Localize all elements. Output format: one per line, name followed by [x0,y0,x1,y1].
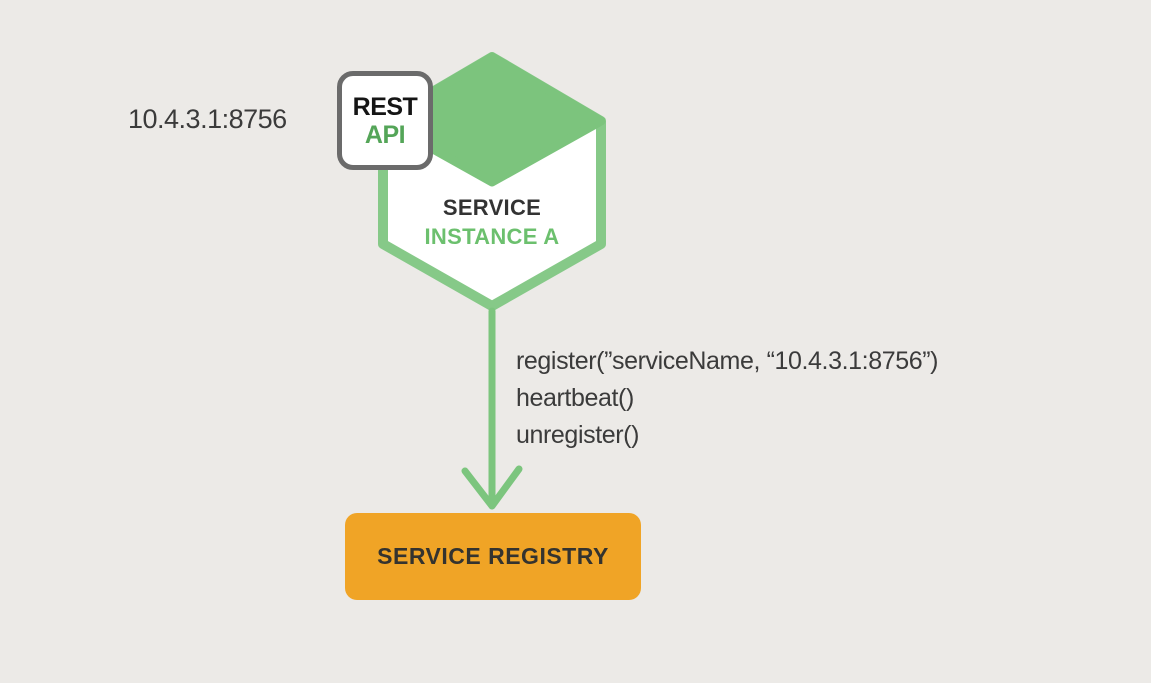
rest-api-badge-line2: API [364,120,406,149]
rest-api-badge: REST API [337,71,433,170]
register-arrow-head-icon [461,465,523,510]
instance-address-label: 10.4.3.1:8756 [128,104,287,134]
service-instance-label-line2: INSTANCE A [424,224,560,249]
service-registry-label: SERVICE REGISTRY [377,543,609,569]
service-registry-box: SERVICE REGISTRY [345,513,641,600]
rest-api-badge-line1: REST [352,92,418,121]
call-register: register(”serviceName, “10.4.3.1:8756”) [516,347,939,375]
call-heartbeat: heartbeat() [516,384,634,412]
call-unregister: unregister() [516,421,640,449]
service-instance-label-line1: SERVICE [442,195,542,220]
registry-call-list: register(”serviceName, “10.4.3.1:8756”) … [516,343,938,454]
